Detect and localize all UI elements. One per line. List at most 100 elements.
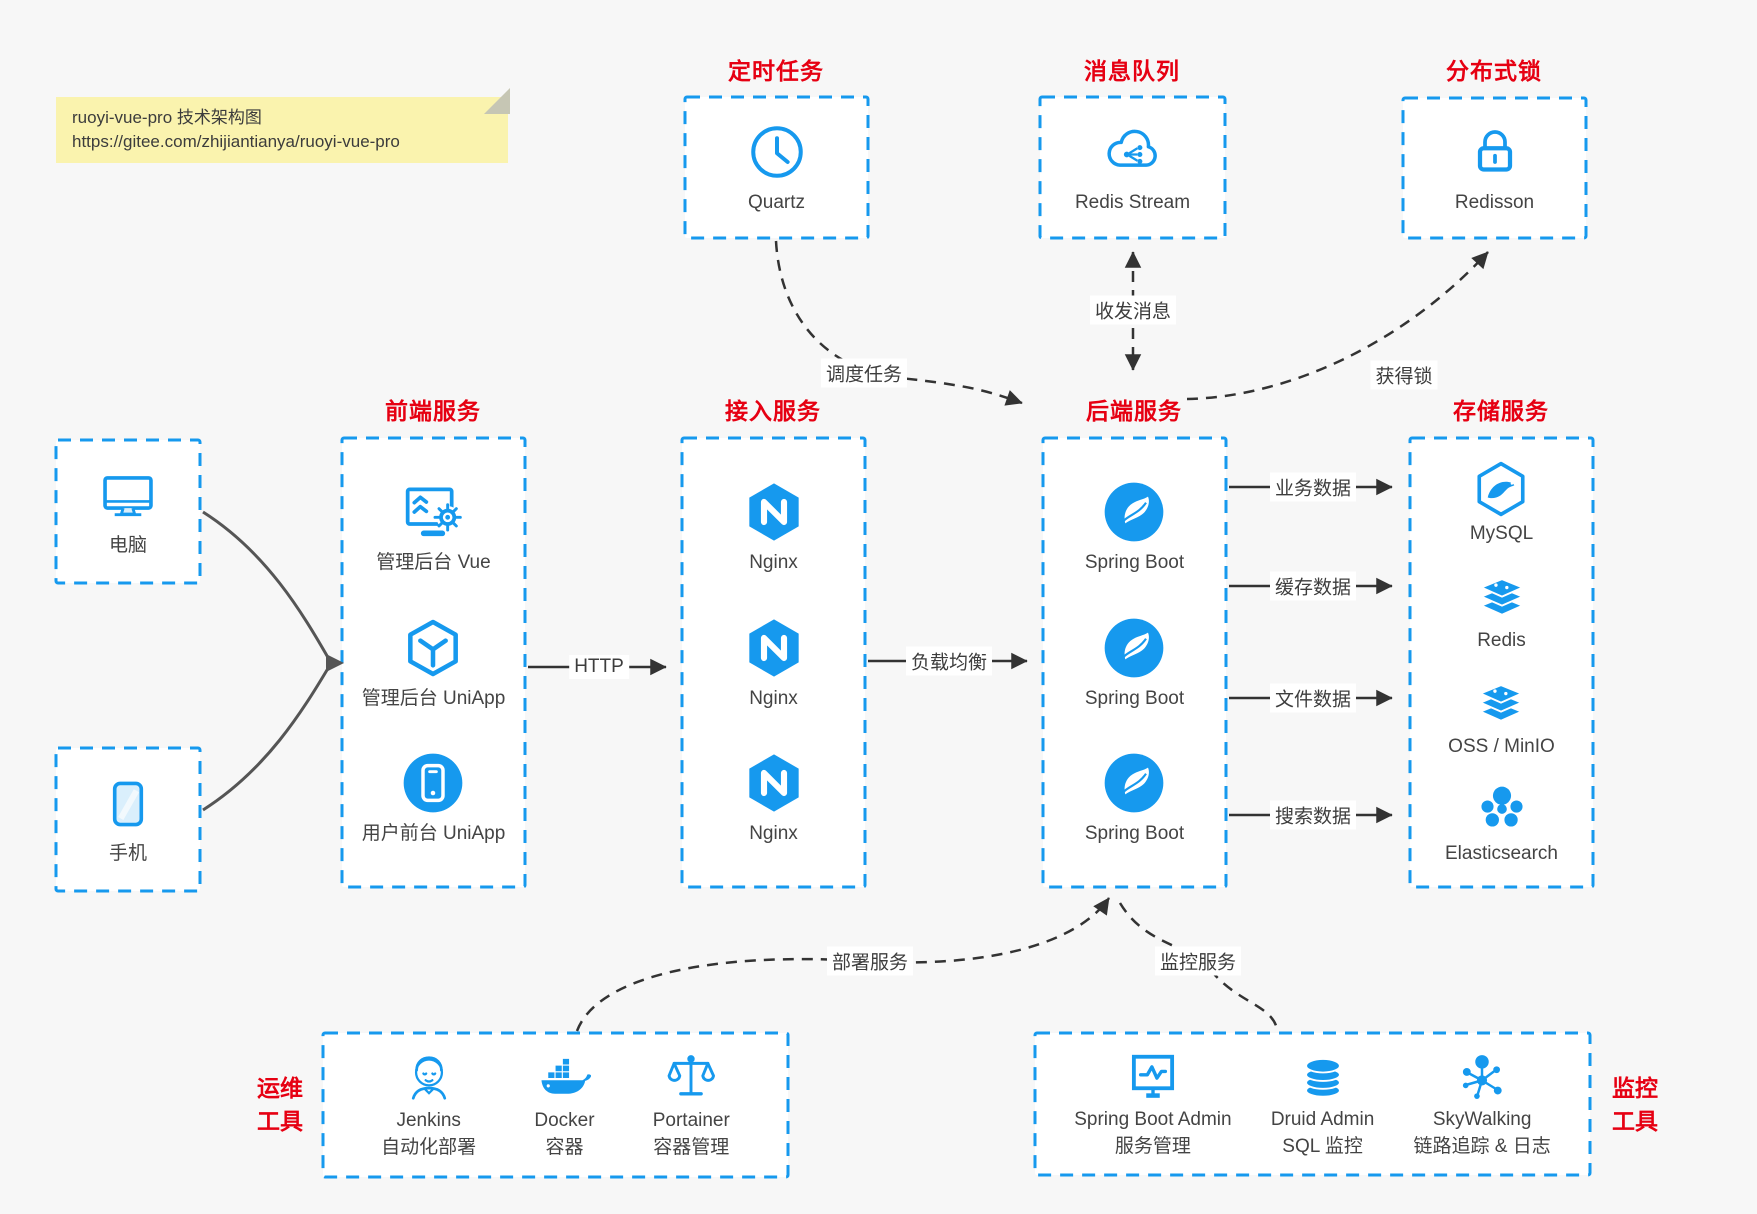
- note-fold-corner: [484, 88, 510, 114]
- scheduler-label: Quartz: [747, 191, 806, 213]
- title-backend: 后端服务: [1086, 398, 1182, 424]
- nginx-icon: [742, 616, 806, 680]
- edge-label-acquire-lock: 获得锁: [1370, 360, 1438, 390]
- storage-item-redis: Redis: [1473, 567, 1531, 652]
- tool-desc: 容器: [545, 1137, 584, 1158]
- tool-name: Druid Admin: [1270, 1109, 1375, 1130]
- title-devops-tools: 运维 工具: [245, 1072, 315, 1138]
- edge-label-schedule-job: 调度任务: [820, 358, 908, 388]
- monitoring-tool-druid: Druid Admin SQL 监控: [1270, 1050, 1375, 1158]
- redis-icon: [1473, 567, 1531, 625]
- storage-item-mysql: MySQL: [1470, 460, 1533, 545]
- frontend-item-label: 用户前台 UniApp: [361, 823, 506, 845]
- spring-icon: [1102, 480, 1166, 544]
- title-monitoring-tools: 监控 工具: [1600, 1072, 1670, 1138]
- tool-desc: 自动化部署: [381, 1137, 477, 1158]
- monitor-chart-icon: [1126, 1050, 1180, 1104]
- gateway-item-label: Nginx: [749, 551, 798, 573]
- user-app-icon: [401, 751, 465, 815]
- uniapp-cube-icon: [401, 616, 465, 680]
- title-storage: 存储服务: [1453, 398, 1549, 424]
- devops-tool-portainer: Portainer 容器管理: [653, 1051, 730, 1159]
- backend-item-label: Spring Boot: [1084, 687, 1185, 709]
- column-storage: MySQL Redis: [1410, 438, 1593, 887]
- note-url: https://gitee.com/zhijiantianya/ruoyi-vu…: [72, 132, 400, 151]
- gateway-item-label: Nginx: [749, 823, 798, 845]
- edge-label-business-data: 业务数据: [1269, 472, 1357, 502]
- edge-label-cache-data: 缓存数据: [1269, 571, 1357, 601]
- gateway-item-nginx: Nginx: [742, 616, 806, 710]
- edge-label-http: HTTP: [569, 655, 629, 679]
- box-message-queue: Redis Stream: [1040, 97, 1225, 238]
- storage-item-label: MySQL: [1469, 522, 1534, 544]
- gateway-item-nginx: Nginx: [742, 751, 806, 845]
- box-devops-tools: Jenkins 自动化部署 Docker 容器: [323, 1033, 788, 1177]
- spring-icon: [1102, 751, 1166, 815]
- gateway-item-label: Nginx: [749, 687, 798, 709]
- database-icon: [1296, 1050, 1350, 1104]
- frontend-item-admin-uniapp: 管理后台 UniApp: [361, 616, 506, 710]
- title-monitoring-line1: 监控: [1612, 1075, 1658, 1101]
- storage-item-label: Elasticsearch: [1445, 843, 1558, 865]
- frontend-item-user-uniapp: 用户前台 UniApp: [361, 751, 506, 845]
- devops-tool-jenkins: Jenkins 自动化部署: [381, 1051, 476, 1159]
- tool-desc: SQL 监控: [1282, 1136, 1363, 1157]
- admin-vue-icon: [401, 480, 465, 544]
- box-distributed-lock: Redisson: [1403, 98, 1586, 238]
- box-pc-client: 电脑: [56, 440, 200, 583]
- mq-label: Redis Stream: [1074, 191, 1191, 213]
- backend-item-springboot: Spring Boot: [1085, 480, 1184, 574]
- pc-label: 电脑: [108, 534, 147, 556]
- title-gateway: 接入服务: [725, 398, 821, 424]
- tool-name: Docker: [534, 1110, 595, 1131]
- title-distributed-lock: 分布式锁: [1446, 58, 1542, 84]
- frontend-item-label: 管理后台 UniApp: [361, 687, 506, 709]
- column-backend: Spring Boot Spring Boot Spring Boot: [1043, 438, 1226, 887]
- edge-label-send-receive-message: 收发消息: [1089, 295, 1177, 325]
- lock-label: Redisson: [1454, 192, 1535, 213]
- edge-label-file-data: 文件数据: [1269, 683, 1357, 713]
- column-gateway: Nginx Nginx Nginx: [682, 438, 865, 887]
- storage-item-elasticsearch: Elasticsearch: [1445, 780, 1558, 865]
- cloud-share-icon: [1103, 122, 1163, 182]
- portainer-scales-icon: [664, 1051, 718, 1105]
- spring-icon: [1102, 616, 1166, 680]
- edge-label-deploy-service: 部署服务: [826, 946, 914, 976]
- nginx-icon: [742, 751, 806, 815]
- tool-name: Jenkins: [396, 1110, 461, 1131]
- title-scheduler: 定时任务: [728, 58, 824, 84]
- storage-item-label: Redis: [1477, 629, 1526, 651]
- backend-item-springboot: Spring Boot: [1085, 751, 1184, 845]
- monitoring-tool-sba: Spring Boot Admin 服务管理: [1074, 1050, 1232, 1158]
- desktop-icon: [99, 467, 157, 525]
- monitoring-tool-skywalking: SkyWalking 链路追踪 & 日志: [1414, 1050, 1551, 1158]
- box-mobile-client: 手机: [56, 748, 200, 891]
- clock-icon: [747, 122, 807, 182]
- box-monitoring-tools: Spring Boot Admin 服务管理 Druid Admin SQL 监…: [1035, 1033, 1590, 1175]
- box-scheduler: Quartz: [685, 97, 868, 238]
- docker-whale-icon: [537, 1051, 592, 1105]
- gateway-item-nginx: Nginx: [742, 480, 806, 574]
- elasticsearch-icon: [1473, 780, 1531, 838]
- title-frontend: 前端服务: [385, 398, 481, 424]
- backend-item-springboot: Spring Boot: [1085, 616, 1184, 710]
- tool-desc: 链路追踪 & 日志: [1413, 1136, 1551, 1157]
- jenkins-icon: [402, 1051, 456, 1105]
- tool-desc: 服务管理: [1114, 1136, 1191, 1157]
- tool-desc: 容器管理: [653, 1137, 730, 1158]
- nginx-icon: [742, 480, 806, 544]
- backend-item-label: Spring Boot: [1084, 551, 1185, 573]
- frontend-item-admin-vue: 管理后台 Vue: [376, 480, 491, 574]
- mysql-icon: [1472, 460, 1530, 518]
- title-devops-line1: 运维: [257, 1075, 303, 1101]
- smartphone-icon: [99, 775, 157, 833]
- backend-item-label: Spring Boot: [1084, 823, 1185, 845]
- edge-label-load-balance: 负载均衡: [905, 646, 993, 676]
- storage-item-label: OSS / MinIO: [1448, 736, 1555, 758]
- title-monitoring-line2: 工具: [1612, 1108, 1658, 1134]
- lock-icon: [1465, 122, 1525, 182]
- edge-label-search-data: 搜索数据: [1269, 800, 1357, 830]
- tool-name: SkyWalking: [1432, 1109, 1532, 1130]
- title-devops-line2: 工具: [257, 1108, 303, 1134]
